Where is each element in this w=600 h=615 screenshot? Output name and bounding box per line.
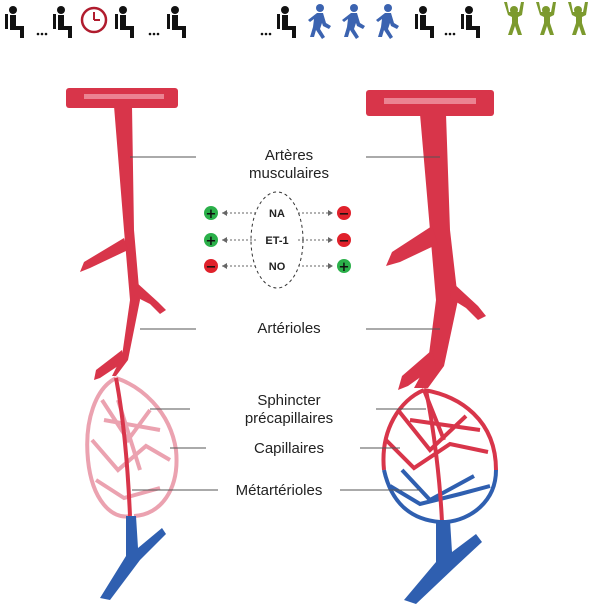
walking-person-icon — [376, 4, 399, 39]
label-sphincter-line2: précapillaires — [245, 410, 333, 427]
seated-person-icon — [115, 6, 134, 38]
left-activity-row — [5, 6, 186, 38]
left-sign: + — [206, 234, 217, 249]
regulator-row-na: + NA − — [204, 206, 351, 222]
walking-person-icon — [342, 4, 365, 39]
left-sign-circle — [204, 259, 218, 273]
right-sign-circle — [337, 233, 351, 247]
left-sign: + — [206, 207, 217, 222]
label-metarterioles: Métartérioles — [236, 482, 323, 499]
seated-person-icon — [5, 6, 24, 38]
clock-icon — [80, 6, 108, 34]
regulator-row-et1: + ET-1 − — [204, 233, 351, 249]
exercising-person-icon — [504, 2, 524, 35]
regulator-name: NO — [269, 261, 286, 273]
seated-person-icon — [461, 6, 480, 38]
regulator-row-no: − NO + — [204, 259, 351, 275]
label-arteres-line1: Artères — [265, 147, 313, 164]
seated-person-icon — [277, 6, 296, 38]
label-capillaires: Capillaires — [254, 440, 324, 457]
right-sign: − — [339, 234, 350, 249]
seated-person-icon — [167, 6, 186, 38]
leader-lines — [130, 156, 440, 491]
regulator-panel: + NA − + ET-1 − − NO — [204, 191, 351, 289]
label-arterioles: Artérioles — [257, 320, 320, 337]
walking-person-icon — [308, 4, 331, 39]
left-sign: − — [206, 260, 217, 275]
regulator-name: NA — [269, 208, 285, 220]
exercising-person-icon — [536, 2, 556, 35]
right-sign-circle — [337, 259, 351, 273]
right-sign-circle — [337, 206, 351, 220]
left-vessel-tree — [66, 88, 179, 600]
seated-person-icon — [53, 6, 72, 38]
right-sign: + — [339, 260, 350, 275]
right-vessel-tree — [366, 90, 498, 604]
label-arteres-line2: musculaires — [249, 165, 329, 182]
exercising-person-icon — [568, 2, 588, 35]
label-sphincter-line1: Sphincter — [257, 392, 320, 409]
dotted-separators — [36, 32, 160, 36]
left-sign-circle — [204, 233, 218, 247]
right-activity-row — [260, 2, 588, 39]
seated-person-icon — [415, 6, 434, 38]
left-sign-circle — [204, 206, 218, 220]
regulator-name: ET-1 — [265, 235, 288, 247]
right-sign: − — [339, 207, 350, 222]
